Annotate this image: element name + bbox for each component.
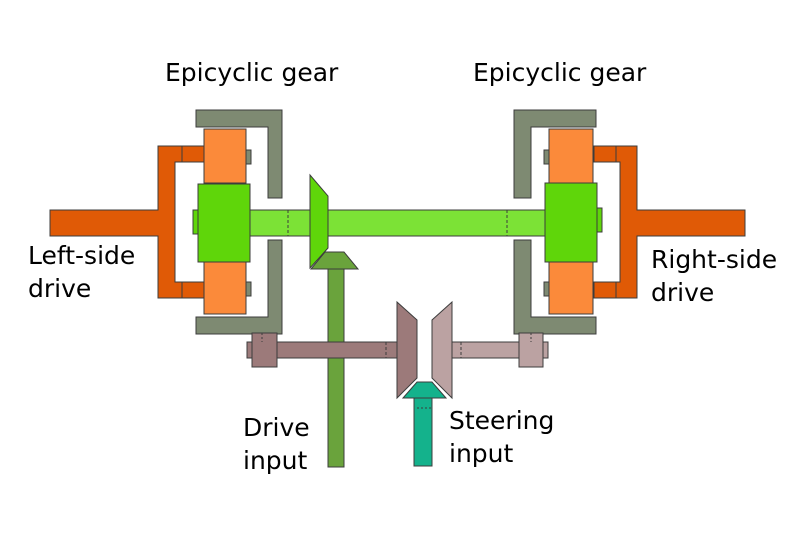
left-steering-pinion bbox=[251, 332, 278, 368]
left-carrier-pin-bottom bbox=[181, 281, 205, 299]
right-carrier-pin-bottom bbox=[593, 281, 617, 299]
left-steering-shaft bbox=[276, 341, 400, 359]
epicyclic-gear-left-label: Epicyclic gear bbox=[165, 58, 339, 87]
left-ring-tooth-bottom bbox=[245, 281, 252, 297]
left-output-shaft bbox=[49, 145, 209, 299]
cross-shaft bbox=[249, 209, 546, 237]
left-steering-bevel bbox=[396, 300, 418, 400]
left-ring-gear-lower bbox=[195, 239, 283, 335]
drive-input-label-line2: input bbox=[243, 446, 308, 475]
left-planet-gear-top bbox=[203, 128, 247, 184]
left-sun-gear bbox=[197, 183, 251, 263]
crown-bevel-gear bbox=[309, 173, 329, 270]
right-ring-gear bbox=[513, 109, 597, 199]
left-steering-stub bbox=[246, 341, 253, 359]
right-carrier-pin-top bbox=[593, 145, 617, 163]
right-planet-gear-top bbox=[548, 128, 594, 184]
left-side-drive-label-line1: Left-side bbox=[28, 241, 136, 270]
steering-input-label-line1: Steering bbox=[449, 406, 555, 435]
right-ring-tooth-bottom bbox=[543, 281, 550, 297]
right-planet-gear-bottom bbox=[548, 261, 594, 315]
right-steering-shaft bbox=[451, 341, 520, 359]
right-sun-stub bbox=[596, 207, 603, 233]
steering-input-pinion bbox=[401, 381, 448, 399]
drive-input-label: Drive input bbox=[243, 411, 310, 477]
right-side-drive-label-line2: drive bbox=[651, 278, 715, 307]
epicyclic-gear-right-label: Epicyclic gear bbox=[473, 58, 647, 87]
left-side-drive-label: Left-side drive bbox=[28, 239, 135, 305]
right-side-drive-label: Right-side drive bbox=[651, 243, 777, 309]
drive-input-label-line1: Drive bbox=[243, 413, 310, 442]
left-side-drive-label-line2: drive bbox=[28, 274, 92, 303]
right-steering-bevel bbox=[431, 300, 453, 400]
drive-input-pinion bbox=[309, 251, 360, 270]
right-ring-tooth-top bbox=[543, 149, 550, 165]
right-ring-gear-lower bbox=[513, 239, 597, 335]
left-sun-stub bbox=[192, 209, 199, 235]
steering-input-shaft bbox=[413, 397, 433, 467]
left-ring-tooth-top bbox=[245, 149, 252, 165]
steering-input-label-line2: input bbox=[449, 439, 514, 468]
drive-input-shaft bbox=[327, 268, 345, 468]
right-side-drive-label-line1: Right-side bbox=[651, 245, 778, 274]
right-steering-stub bbox=[542, 341, 549, 359]
left-ring-gear bbox=[195, 109, 283, 199]
left-carrier-pin-top bbox=[181, 145, 205, 163]
left-planet-gear-bottom bbox=[203, 261, 247, 315]
steering-input-label: Steering input bbox=[449, 404, 554, 470]
right-output-shaft bbox=[591, 145, 746, 299]
right-sun-gear bbox=[544, 182, 598, 263]
